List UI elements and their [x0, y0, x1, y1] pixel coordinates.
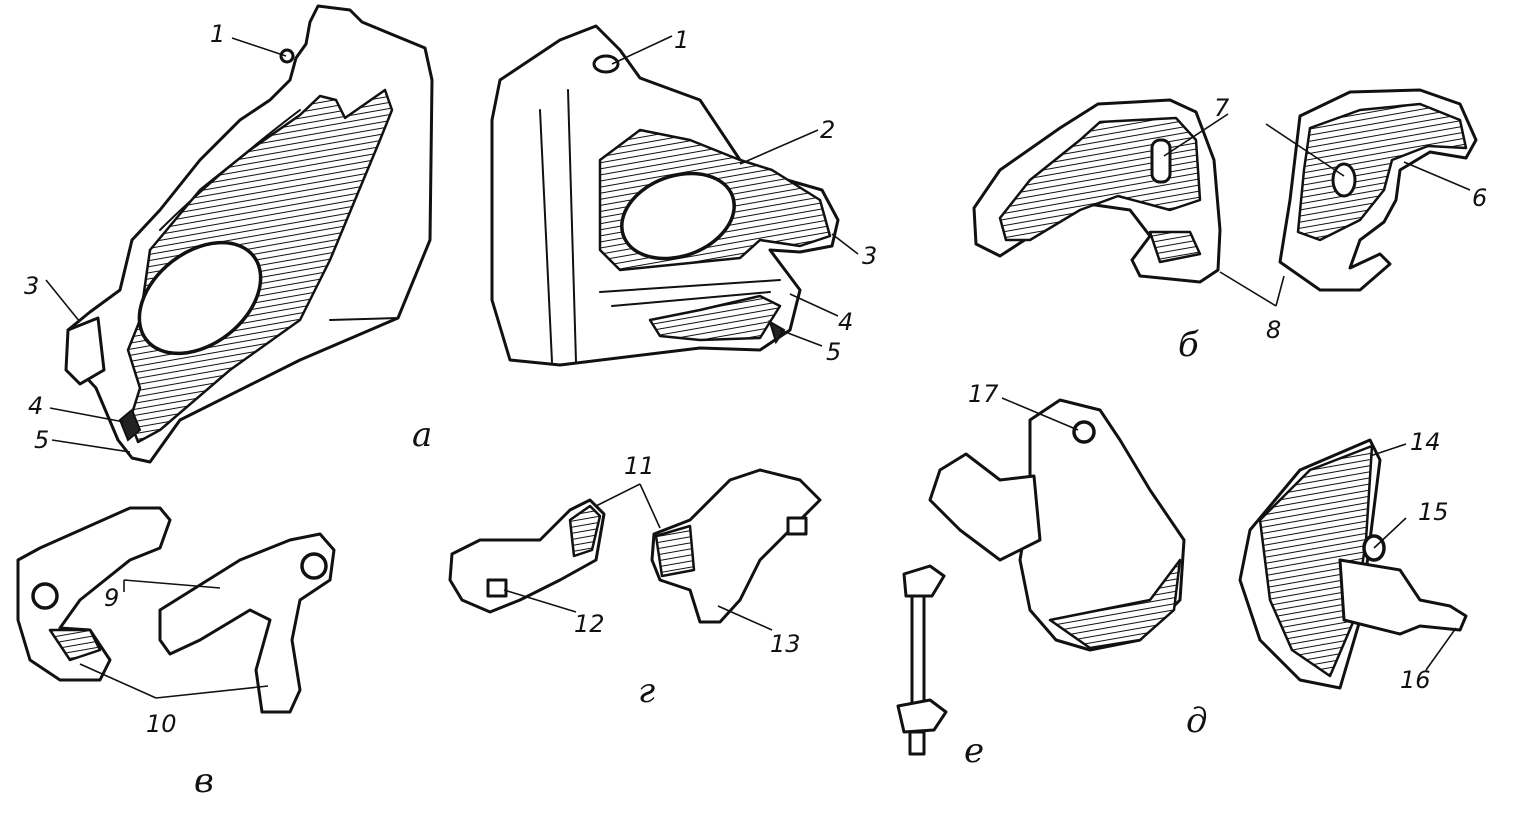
callout-17: 17 [968, 380, 999, 408]
callout-3-right: 3 [862, 242, 877, 270]
part-v-links [16, 506, 336, 714]
callout-14: 14 [1410, 428, 1441, 456]
part-b-jaws [972, 88, 1478, 292]
part-e-bolt [896, 564, 948, 756]
callout-16: 16 [1400, 666, 1431, 694]
callout-8: 8 [1266, 316, 1281, 344]
callout-3-left: 3 [24, 272, 39, 300]
subfigure-label-d: д [1186, 701, 1208, 741]
callout-4-left: 4 [28, 392, 43, 420]
part-a-right-frame [490, 24, 840, 367]
callout-1-left: 1 [210, 20, 225, 48]
callout-12: 12 [574, 610, 605, 638]
callout-7: 7 [1214, 94, 1230, 122]
callout-15: 15 [1418, 498, 1449, 526]
callout-4-right: 4 [838, 308, 853, 336]
callout-13: 13 [770, 630, 801, 658]
callout-5-right: 5 [826, 338, 841, 366]
part-a-left-frame [64, 4, 434, 464]
subfigure-label-v: в [194, 761, 214, 801]
subfigure-label-g: г [638, 671, 655, 711]
callout-6: 6 [1472, 184, 1487, 212]
callout-11: 11 [624, 452, 655, 480]
leader-lines [45, 35, 1471, 699]
part-g-levers [448, 468, 822, 624]
callout-9: 9 [104, 584, 119, 612]
subfigure-label-b: б [1178, 325, 1199, 365]
callout-numbers: 1 3 4 5 1 2 3 4 5 7 6 8 9 10 11 12 13 17… [24, 20, 1487, 738]
subfigure-labels: а б в г д е [194, 325, 1208, 801]
callout-1-right: 1 [674, 26, 689, 54]
subfigure-label-a: а [412, 415, 432, 455]
callout-10: 10 [146, 710, 177, 738]
subfigure-label-e: е [964, 731, 984, 771]
callout-5-left: 5 [34, 426, 49, 454]
part-d-cams [928, 398, 1468, 690]
callout-2: 2 [820, 116, 835, 144]
